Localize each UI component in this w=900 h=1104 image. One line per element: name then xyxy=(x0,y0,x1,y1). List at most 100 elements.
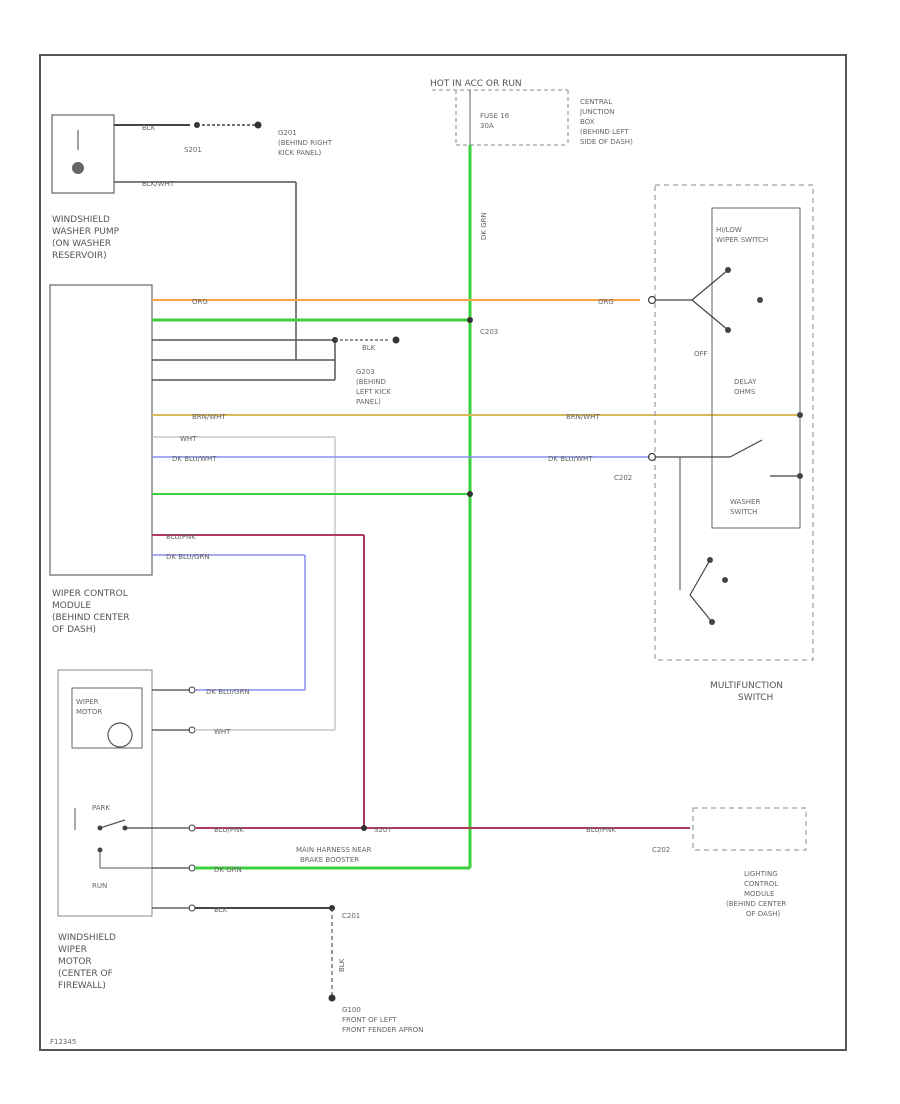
svg-text:MAIN HARNESS NEAR: MAIN HARNESS NEAR xyxy=(296,846,371,854)
svg-text:C202: C202 xyxy=(652,846,670,854)
svg-text:CENTRAL: CENTRAL xyxy=(580,98,612,106)
pump-blk-label: BLK xyxy=(142,124,156,132)
svg-text:S207: S207 xyxy=(374,826,392,834)
svg-text:SWITCH: SWITCH xyxy=(738,693,773,703)
svg-text:WIPER: WIPER xyxy=(76,698,99,706)
svg-text:OF DASH): OF DASH) xyxy=(746,910,781,918)
svg-text:(BEHIND: (BEHIND xyxy=(356,378,386,386)
svg-text:MODULE: MODULE xyxy=(52,601,91,611)
washer-switch-label: WASHER SWITCH xyxy=(730,498,760,516)
svg-text:OF DASH): OF DASH) xyxy=(52,625,96,635)
svg-text:(BEHIND CENTER: (BEHIND CENTER xyxy=(52,613,129,623)
svg-text:BLU/PNK: BLU/PNK xyxy=(166,533,196,541)
svg-text:30A: 30A xyxy=(480,122,494,130)
svg-text:DK BLU/WHT: DK BLU/WHT xyxy=(172,455,217,463)
svg-text:G201: G201 xyxy=(278,129,297,137)
svg-text:DK BLU/WHT: DK BLU/WHT xyxy=(548,455,593,463)
svg-text:BLK: BLK xyxy=(362,344,376,352)
svg-text:WASHER PUMP: WASHER PUMP xyxy=(52,227,120,237)
fuse-label: FUSE 16 30A xyxy=(480,112,510,130)
g201-label: G201 (BEHIND RIGHT KICK PANEL) xyxy=(278,129,333,157)
figure-id: F12345 xyxy=(50,1038,76,1046)
svg-text:LEFT KICK: LEFT KICK xyxy=(356,388,391,396)
svg-text:OHMS: OHMS xyxy=(734,388,756,396)
svg-text:OFF: OFF xyxy=(694,350,708,358)
g203-label: G203 (BEHIND LEFT KICK PANEL) xyxy=(356,368,391,406)
g201-ground-icon xyxy=(254,121,262,129)
svg-text:BOX: BOX xyxy=(580,118,595,126)
svg-text:PANEL): PANEL) xyxy=(356,398,381,406)
svg-text:PARK: PARK xyxy=(92,804,110,812)
svg-text:ORG: ORG xyxy=(598,298,614,306)
delay-ohms-label: DELAY OHMS xyxy=(734,378,757,396)
svg-text:(BEHIND LEFT: (BEHIND LEFT xyxy=(580,128,629,136)
svg-text:RESERVOIR): RESERVOIR) xyxy=(52,251,107,261)
svg-text:WINDSHIELD: WINDSHIELD xyxy=(52,215,110,225)
svg-text:(BEHIND RIGHT: (BEHIND RIGHT xyxy=(278,139,333,147)
central-junction-label: CENTRAL JUNCTION BOX (BEHIND LEFT SIDE O… xyxy=(579,98,633,146)
diagram-frame xyxy=(39,54,847,1051)
svg-text:BLK: BLK xyxy=(214,906,228,914)
hot-supply-label: HOT IN ACC OR RUN xyxy=(430,79,522,89)
svg-text:RUN: RUN xyxy=(92,882,107,890)
svg-text:(ON WASHER: (ON WASHER xyxy=(52,239,111,249)
svg-text:LIGHTING: LIGHTING xyxy=(744,870,778,878)
svg-text:BRN/WHT: BRN/WHT xyxy=(566,413,600,421)
wiper-motor-label: WIPER MOTOR xyxy=(76,698,102,716)
multifunction-switch-label: MULTIFUNCTION SWITCH xyxy=(710,681,783,703)
svg-text:HI/LOW: HI/LOW xyxy=(716,226,742,234)
svg-text:FRONT FENDER APRON: FRONT FENDER APRON xyxy=(342,1026,423,1034)
svg-text:BLK: BLK xyxy=(338,958,346,972)
svg-text:C201: C201 xyxy=(342,912,360,920)
svg-text:FIREWALL): FIREWALL) xyxy=(58,981,106,991)
svg-text:WINDSHIELD: WINDSHIELD xyxy=(58,933,116,943)
svg-text:WHT: WHT xyxy=(214,728,231,736)
svg-text:JUNCTION: JUNCTION xyxy=(579,108,614,116)
svg-text:BLU/PNK: BLU/PNK xyxy=(214,826,244,834)
svg-text:MOTOR: MOTOR xyxy=(58,957,92,967)
svg-text:SIDE OF DASH): SIDE OF DASH) xyxy=(580,138,633,146)
washer-pump-motor-icon xyxy=(72,162,84,174)
washer-pump-label: WINDSHIELD WASHER PUMP (ON WASHER RESERV… xyxy=(52,215,120,261)
g100-label: G100 FRONT OF LEFT FRONT FENDER APRON xyxy=(342,1006,423,1034)
svg-text:G100: G100 xyxy=(342,1006,361,1014)
dk-grn-feed-label: DK GRN xyxy=(480,212,488,240)
svg-text:MODULE: MODULE xyxy=(744,890,774,898)
lighting-control-module-box xyxy=(692,807,807,851)
svg-text:WIPER CONTROL: WIPER CONTROL xyxy=(52,589,128,599)
svg-text:FUSE 16: FUSE 16 xyxy=(480,112,510,120)
svg-text:(BEHIND CENTER: (BEHIND CENTER xyxy=(726,900,786,908)
svg-text:BRN/WHT: BRN/WHT xyxy=(192,413,226,421)
svg-text:WIPER: WIPER xyxy=(58,945,87,955)
svg-text:CONTROL: CONTROL xyxy=(744,880,778,888)
svg-text:DELAY: DELAY xyxy=(734,378,757,386)
g203-ground-icon xyxy=(392,336,400,344)
svg-text:MOTOR: MOTOR xyxy=(76,708,102,716)
svg-text:WIPER SWITCH: WIPER SWITCH xyxy=(716,236,768,244)
g100-ground-icon xyxy=(328,994,336,1002)
svg-text:DK GRN: DK GRN xyxy=(214,866,242,874)
svg-text:KICK PANEL): KICK PANEL) xyxy=(278,149,321,157)
svg-text:SWITCH: SWITCH xyxy=(730,508,757,516)
svg-text:C202: C202 xyxy=(614,474,632,482)
wiper-motor-icon xyxy=(107,722,133,748)
wiper-control-module-box xyxy=(49,284,153,576)
s201-label: S201 xyxy=(184,146,202,154)
harness-note-label: MAIN HARNESS NEAR BRAKE BOOSTER xyxy=(296,846,371,864)
svg-text:C203: C203 xyxy=(480,328,498,336)
svg-text:BLU/PNK: BLU/PNK xyxy=(586,826,616,834)
svg-text:BRAKE BOOSTER: BRAKE BOOSTER xyxy=(300,856,359,864)
wiper-control-module-label: WIPER CONTROL MODULE (BEHIND CENTER OF D… xyxy=(52,589,129,635)
svg-text:DK BLU/GRN: DK BLU/GRN xyxy=(206,688,250,696)
svg-text:WHT: WHT xyxy=(180,435,197,443)
svg-text:MULTIFUNCTION: MULTIFUNCTION xyxy=(710,681,783,691)
svg-text:ORG: ORG xyxy=(192,298,208,306)
svg-text:(CENTER OF: (CENTER OF xyxy=(58,969,113,979)
pump-blk-wht-label: BLK/WHT xyxy=(142,180,175,188)
hi-low-wiper-switch-label: HI/LOW WIPER SWITCH xyxy=(716,226,768,244)
washer-pump-box xyxy=(51,114,115,194)
wiper-motor-outer-box xyxy=(57,669,153,917)
windshield-wiper-motor-label: WINDSHIELD WIPER MOTOR (CENTER OF FIREWA… xyxy=(58,933,116,991)
multifunction-switch-box xyxy=(654,184,814,661)
